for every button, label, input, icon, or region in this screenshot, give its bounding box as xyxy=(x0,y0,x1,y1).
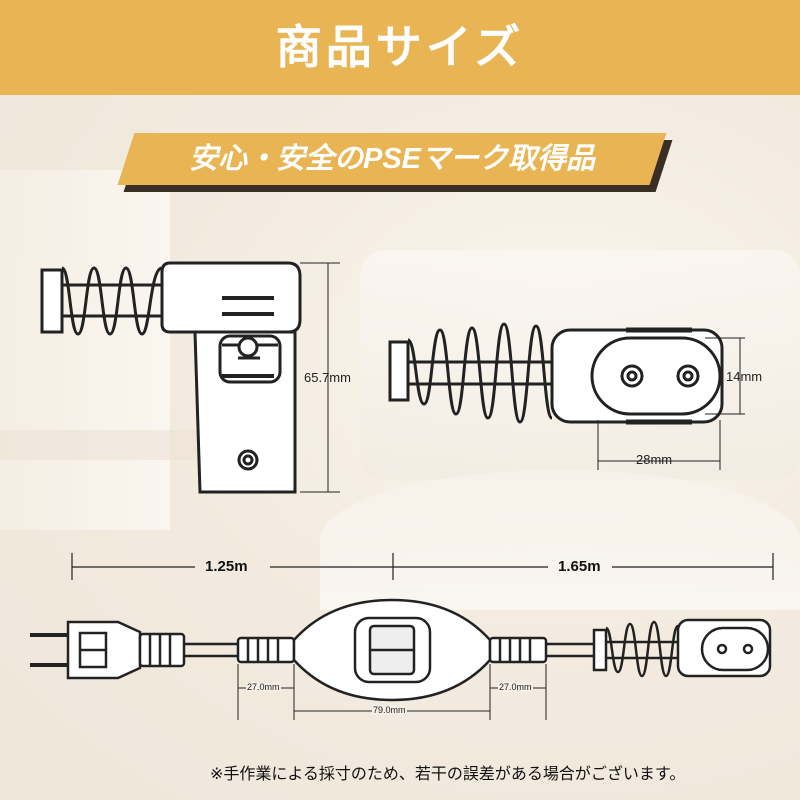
switch-length-label: 79.0mm xyxy=(372,705,407,715)
height-label: 65.7mm xyxy=(304,370,351,385)
cord-right-length-label: 1.65m xyxy=(558,558,601,575)
background-table xyxy=(0,430,200,460)
plug-height-dimension xyxy=(705,337,745,415)
background-window xyxy=(0,170,170,530)
measurement-disclaimer: ※手作業による採寸のため、若干の誤差がある場合がございます。 xyxy=(210,766,686,783)
title-banner xyxy=(0,0,800,95)
switch-left-sleeve-label: 27.0mm xyxy=(246,682,281,692)
background-rug xyxy=(320,470,800,610)
side-view-plug xyxy=(40,261,302,494)
plug-width-dimension xyxy=(597,420,721,470)
cord-assembly xyxy=(30,598,772,702)
switch-right-sleeve-label: 27.0mm xyxy=(498,682,533,692)
cord-length-dimension xyxy=(71,553,774,580)
height-dimension xyxy=(300,262,340,493)
page-title: 商品サイズ xyxy=(275,21,525,73)
cord-left-length-label: 1.25m xyxy=(205,558,248,575)
plug-height-label: 14mm xyxy=(726,369,763,384)
pse-badge-label: 安心・安全のPSEマーク取得品 xyxy=(188,143,596,175)
plug-width-label: 28mm xyxy=(636,452,673,467)
front-view-plug xyxy=(388,322,724,425)
